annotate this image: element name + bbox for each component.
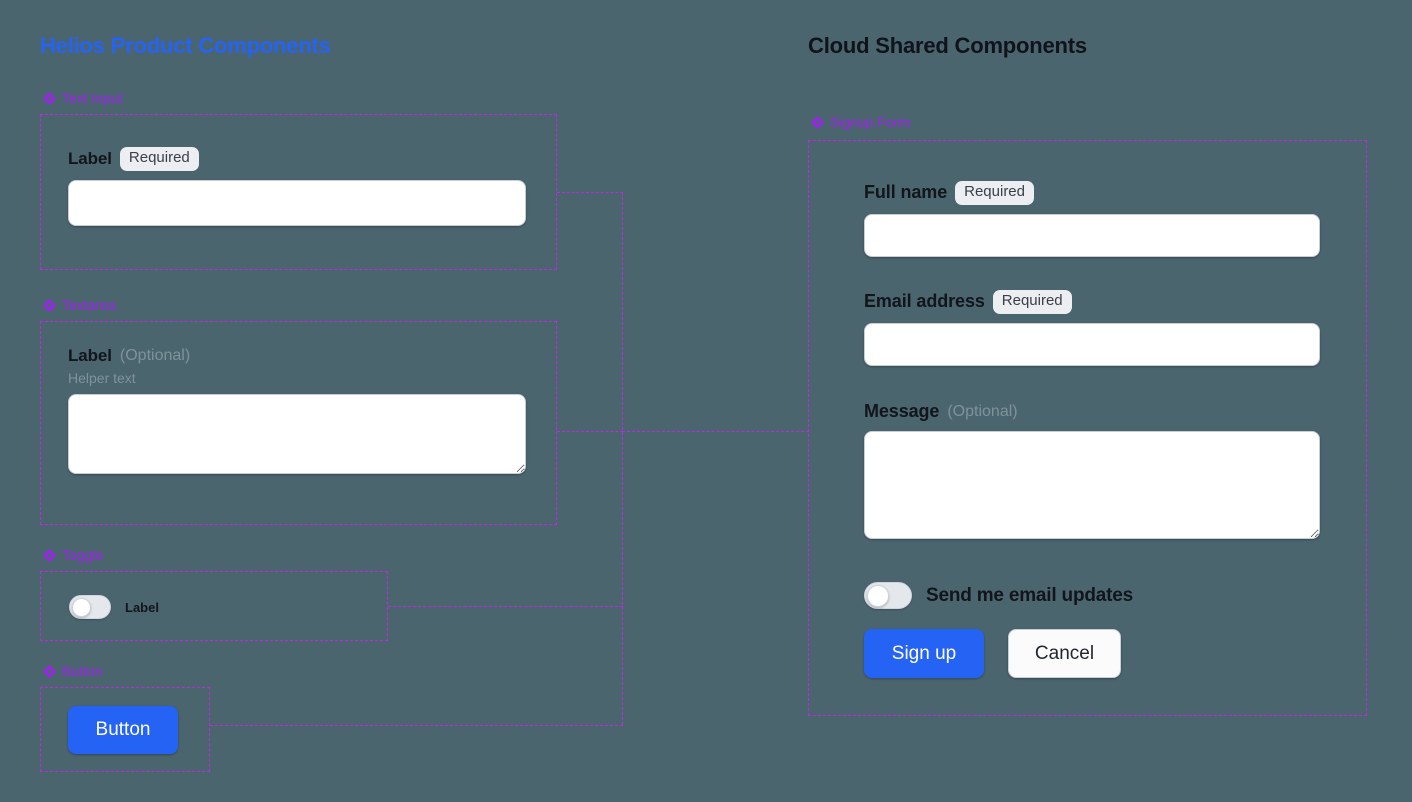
page-title-right: Cloud Shared Components bbox=[808, 33, 1087, 58]
toggle-switch[interactable] bbox=[69, 595, 111, 619]
component-diamond-icon bbox=[43, 298, 56, 312]
connector-button bbox=[210, 725, 623, 726]
email-address-label: Email address bbox=[864, 291, 985, 312]
email-address-label-row: Email address Required bbox=[864, 290, 1320, 314]
email-updates-toggle-switch[interactable] bbox=[864, 582, 912, 609]
component-label-signup-form[interactable]: Signup Form bbox=[811, 114, 910, 130]
text-input-required-badge: Required bbox=[119, 147, 199, 171]
component-label-text: Textarea bbox=[62, 297, 116, 313]
full-name-input[interactable] bbox=[864, 213, 1320, 257]
text-input-label-row: Label Required bbox=[68, 147, 526, 171]
email-updates-toggle-knob bbox=[867, 584, 889, 607]
component-label-text: Text Input bbox=[62, 90, 123, 106]
component-frame-button: Button bbox=[40, 687, 210, 772]
component-frame-toggle: Label bbox=[40, 571, 388, 641]
connector-trunk-vertical bbox=[622, 192, 623, 725]
full-name-required-badge: Required bbox=[955, 181, 1034, 205]
toggle-knob bbox=[72, 597, 91, 617]
text-input-label: Label bbox=[68, 148, 112, 168]
component-diamond-icon bbox=[43, 548, 56, 562]
component-diamond-icon bbox=[43, 664, 56, 678]
message-textarea[interactable] bbox=[864, 431, 1320, 539]
textarea-helper-text: Helper text bbox=[68, 370, 136, 386]
connector-textarea bbox=[557, 431, 623, 432]
connector-trunk-to-signup-form bbox=[622, 431, 809, 432]
component-label-text: Button bbox=[62, 663, 103, 679]
component-diamond-icon bbox=[43, 91, 56, 105]
component-label-text: Signup Form bbox=[830, 114, 911, 130]
toggle-row[interactable]: Label bbox=[69, 595, 159, 619]
component-frame-signup-form: Full name Required Email address Require… bbox=[808, 140, 1367, 716]
textarea-optional-text: (Optional) bbox=[119, 347, 191, 364]
page-title-left: Helios Product Components bbox=[40, 33, 331, 58]
component-diamond-icon bbox=[811, 115, 824, 129]
email-address-required-badge: Required bbox=[992, 290, 1072, 314]
component-label-textarea[interactable]: Textarea bbox=[43, 297, 116, 313]
toggle-label: Label bbox=[125, 599, 159, 615]
full-name-label: Full name bbox=[864, 182, 948, 203]
message-label: Message bbox=[864, 401, 940, 421]
textarea-label-row: Label (Optional) bbox=[68, 346, 526, 366]
email-updates-toggle-label: Send me email updates bbox=[926, 584, 1133, 606]
textarea-label: Label bbox=[68, 346, 112, 365]
email-address-input[interactable] bbox=[864, 322, 1320, 366]
textarea-field[interactable] bbox=[68, 394, 526, 474]
connector-toggle bbox=[388, 606, 623, 607]
component-label-text: Toggle bbox=[62, 547, 104, 563]
component-label-toggle[interactable]: Toggle bbox=[43, 547, 103, 563]
component-frame-text-input: Label Required bbox=[40, 114, 557, 270]
text-input-field[interactable] bbox=[68, 179, 526, 226]
component-label-button[interactable]: Button bbox=[43, 663, 102, 679]
connector-text-input bbox=[557, 192, 623, 193]
cancel-button[interactable]: Cancel bbox=[1008, 629, 1121, 678]
component-frame-textarea: Label (Optional) Helper text bbox=[40, 321, 557, 525]
sign-up-button[interactable]: Sign up bbox=[864, 629, 984, 678]
component-label-text-input[interactable]: Text Input bbox=[43, 90, 123, 106]
demo-button[interactable]: Button bbox=[68, 706, 178, 754]
email-updates-toggle-row[interactable]: Send me email updates bbox=[864, 582, 1133, 609]
full-name-label-row: Full name Required bbox=[864, 181, 1320, 205]
message-optional-text: (Optional) bbox=[947, 402, 1018, 420]
message-label-row: Message (Optional) bbox=[864, 401, 1320, 422]
